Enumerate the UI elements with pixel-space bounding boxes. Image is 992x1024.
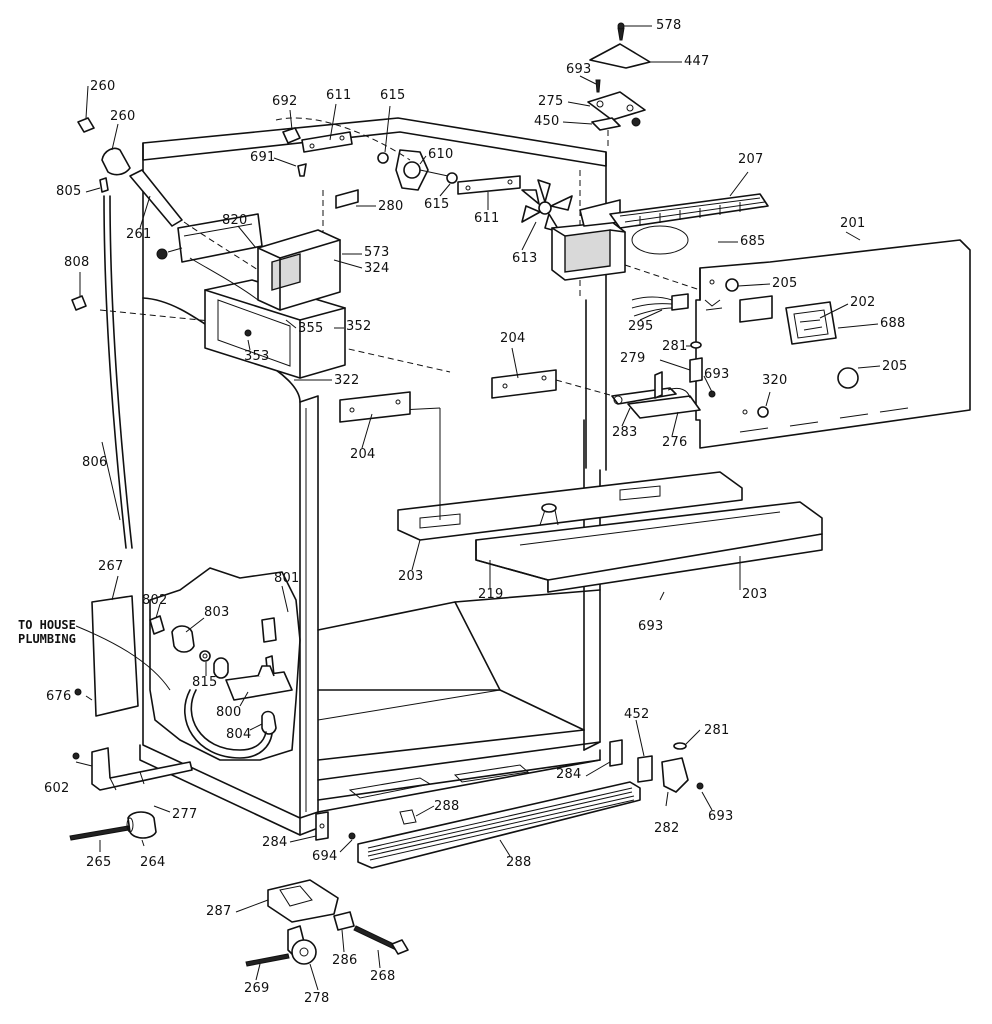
label-355: 355: [298, 321, 324, 336]
label-207: 207: [738, 152, 764, 167]
label-284-left: 284: [262, 835, 288, 850]
roller-assembly: [245, 879, 409, 967]
label-269: 269: [244, 981, 270, 996]
label-611: 611: [474, 211, 500, 226]
label-685: 685: [740, 234, 766, 249]
label-800: 800: [216, 705, 242, 720]
label-693: 693: [566, 62, 592, 77]
label-802: 802: [142, 593, 168, 608]
label-278: 278: [304, 991, 330, 1006]
top-parts: [275, 117, 521, 209]
water-line-parts: [71, 117, 259, 549]
label-806: 806: [82, 455, 108, 470]
label-219: 219: [478, 587, 504, 602]
control-panel-201: [695, 239, 971, 449]
label-320: 320: [762, 373, 788, 388]
label-204: 204: [350, 447, 376, 462]
label-265: 265: [86, 855, 112, 870]
label-610: 610: [428, 147, 454, 162]
label-202: 202: [850, 295, 876, 310]
label-283: 283: [612, 425, 638, 440]
label-450: 450: [534, 114, 560, 129]
label-578: 578: [656, 18, 682, 33]
label-205: 205: [882, 359, 908, 374]
label-801: 801: [274, 571, 300, 586]
label-452: 452: [624, 707, 650, 722]
label-205-top: 205: [772, 276, 798, 291]
label-204-top: 204: [500, 331, 526, 346]
label-353: 353: [244, 349, 270, 364]
label-260-top: 260: [90, 79, 116, 94]
label-691: 691: [250, 150, 276, 165]
label-201: 201: [840, 216, 866, 231]
label-676: 676: [46, 689, 72, 704]
label-611-top: 611: [326, 88, 352, 103]
water-valve-assembly: [75, 567, 301, 761]
label-615-top: 615: [380, 88, 406, 103]
plumbing-note-line-1: TO HOUSE: [18, 618, 76, 632]
label-602: 602: [44, 781, 70, 796]
rail-assembly: [397, 407, 823, 593]
evaporator-fan-bracket: [551, 193, 769, 291]
label-276: 276: [662, 435, 688, 450]
label-447: 447: [684, 54, 710, 69]
leader-lines: [75, 25, 881, 991]
top-hinge-parts: [587, 22, 651, 150]
label-264: 264: [140, 855, 166, 870]
label-284-right: 284: [556, 767, 582, 782]
fan-613: [521, 179, 573, 233]
cabinet-outline: [99, 117, 607, 836]
label-295: 295: [628, 319, 654, 334]
bracket-204: [339, 369, 611, 423]
label-804: 804: [226, 727, 252, 742]
label-288: 288: [506, 855, 532, 870]
label-692: 692: [272, 94, 298, 109]
label-820: 820: [222, 213, 248, 228]
label-805: 805: [56, 184, 82, 199]
label-267: 267: [98, 559, 124, 574]
label-615: 615: [424, 197, 450, 212]
label-279: 279: [620, 351, 646, 366]
bottom-grille: [315, 739, 704, 869]
label-203-left: 203: [398, 569, 424, 584]
label-803: 803: [204, 605, 230, 620]
label-688: 688: [880, 316, 906, 331]
label-203-right: 203: [742, 587, 768, 602]
label-324: 324: [364, 261, 390, 276]
label-352: 352: [346, 319, 372, 334]
label-693-bottom: 693: [708, 809, 734, 824]
label-280: 280: [378, 199, 404, 214]
label-281-top: 281: [662, 339, 688, 354]
label-693-shelf: 693: [638, 619, 664, 634]
label-286: 286: [332, 953, 358, 968]
label-613: 613: [512, 251, 538, 266]
label-281: 281: [704, 723, 730, 738]
label-288-top: 288: [434, 799, 460, 814]
plumbing-note: TO HOUSE PLUMBING: [18, 618, 76, 646]
label-287: 287: [206, 904, 232, 919]
label-693-mid: 693: [704, 367, 730, 382]
label-261: 261: [126, 227, 152, 242]
label-694: 694: [312, 849, 338, 864]
label-815: 815: [192, 675, 218, 690]
label-282: 282: [654, 821, 680, 836]
label-275: 275: [538, 94, 564, 109]
label-322: 322: [334, 373, 360, 388]
control-housing: [156, 213, 346, 379]
plumbing-note-line-2: PLUMBING: [18, 632, 76, 646]
label-277: 277: [172, 807, 198, 822]
label-808: 808: [64, 255, 90, 270]
label-268: 268: [370, 969, 396, 984]
label-573: 573: [364, 245, 390, 260]
leveling-parts: [69, 688, 193, 841]
label-260: 260: [110, 109, 136, 124]
thermostat-wiring: [611, 293, 716, 419]
